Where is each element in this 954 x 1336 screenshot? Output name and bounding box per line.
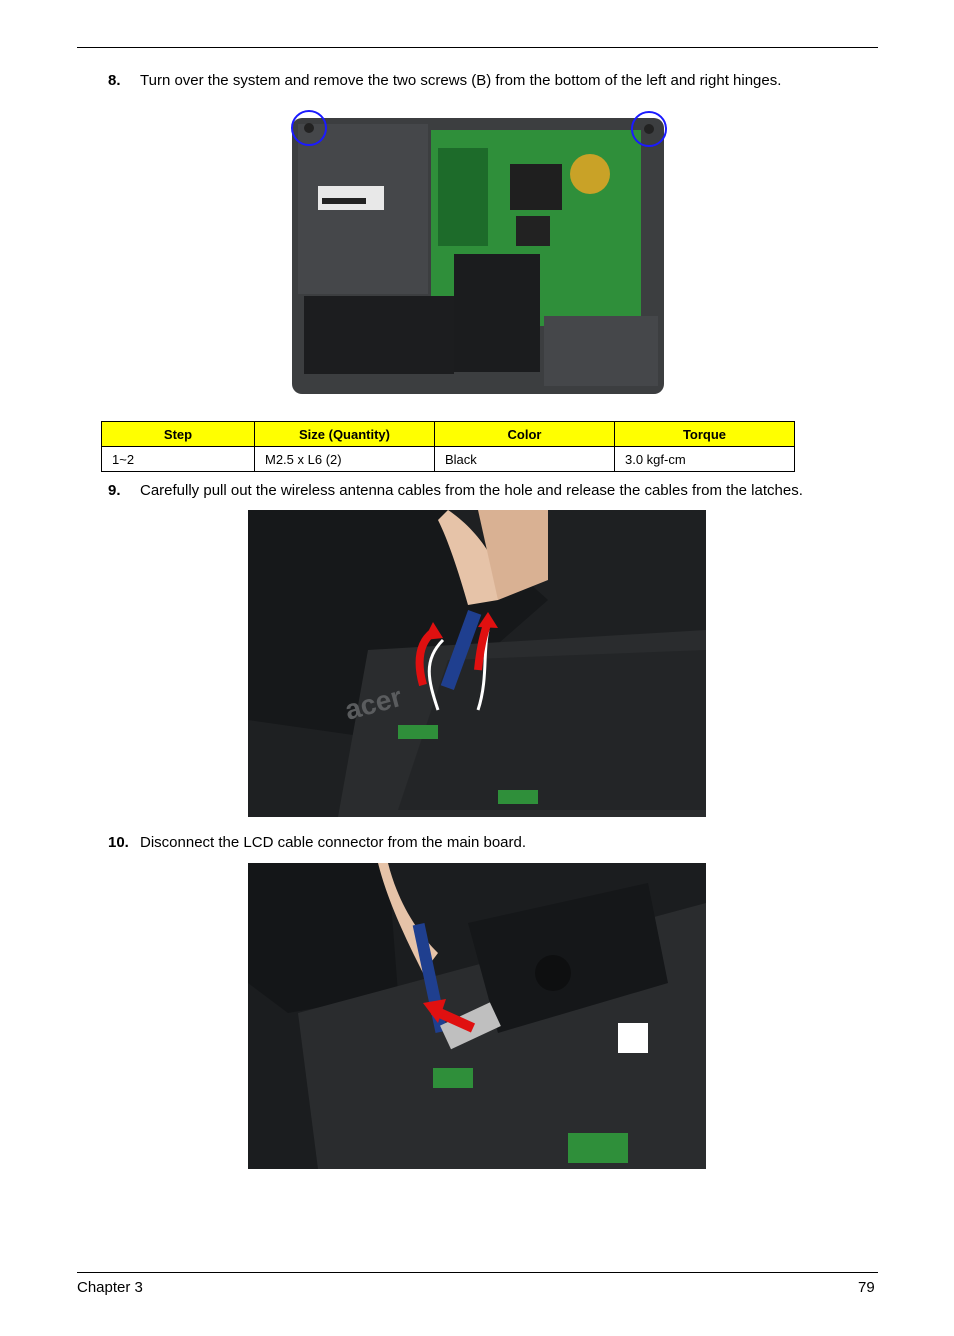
table-header-color: Color bbox=[434, 421, 615, 447]
step-10-number: 10. bbox=[108, 834, 129, 851]
cell-torque: 3.0 kgf-cm bbox=[614, 446, 795, 472]
step-8-number: 8. bbox=[108, 72, 121, 89]
step-9-text: Carefully pull out the wireless antenna … bbox=[140, 482, 803, 499]
cell-color: Black bbox=[434, 446, 615, 472]
header-rule bbox=[77, 47, 878, 48]
step-9: 9. Carefully pull out the wireless antenn… bbox=[108, 482, 803, 500]
footer-rule bbox=[77, 1272, 878, 1273]
lcd-connector-photo bbox=[248, 863, 706, 1169]
screw-circle-left bbox=[291, 110, 327, 146]
laptop-bottom-photo bbox=[288, 108, 668, 396]
table-header-step: Step bbox=[101, 421, 255, 447]
table-header-row: Step Size (Quantity) Color Torque bbox=[101, 421, 795, 447]
step-10: 10. Disconnect the LCD cable connector fr… bbox=[108, 834, 526, 852]
cell-size: M2.5 x L6 (2) bbox=[254, 446, 435, 472]
table-row: 1~2 M2.5 x L6 (2) Black 3.0 kgf-cm bbox=[101, 446, 795, 472]
table-header-torque: Torque bbox=[614, 421, 795, 447]
footer-page-number: 79 bbox=[858, 1279, 875, 1296]
step-10-text: Disconnect the LCD cable connector from … bbox=[140, 834, 527, 851]
screw-circle-right bbox=[631, 111, 667, 147]
table-header-size: Size (Quantity) bbox=[254, 421, 435, 447]
footer-chapter: Chapter 3 bbox=[77, 1279, 143, 1296]
step-9-number: 9. bbox=[108, 482, 121, 499]
antenna-cable-photo: acer bbox=[248, 510, 706, 817]
step-8: 8. Turn over the system and remove the tw… bbox=[108, 72, 781, 90]
step-8-text: Turn over the system and remove the two … bbox=[140, 72, 782, 89]
cell-step: 1~2 bbox=[101, 446, 255, 472]
screw-spec-table: Step Size (Quantity) Color Torque 1~2 M2… bbox=[101, 421, 795, 472]
